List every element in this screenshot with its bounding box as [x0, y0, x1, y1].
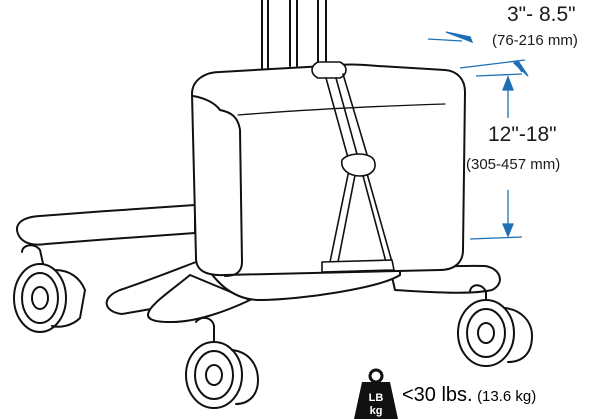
- height-arrow-bottom: [502, 223, 514, 238]
- caster-front: [185, 316, 259, 409]
- cart-strap: [311, 61, 395, 273]
- caster-left-back: [13, 244, 86, 333]
- weight-icon-bottom-text: kg: [370, 405, 383, 417]
- cart-post: [261, 0, 327, 71]
- weight-limit-label: <30 lbs.: [402, 384, 473, 406]
- height-extension-top: [475, 73, 523, 77]
- weight-limit: <30 lbs. (13.6 kg): [402, 384, 536, 407]
- depth-imperial-label: 3"- 8.5": [507, 3, 576, 26]
- height-imperial-label: 12"-18": [488, 123, 557, 146]
- weight-icon-top-text: LB: [369, 392, 384, 404]
- depth-extension-top: [427, 38, 463, 42]
- caster-right: [457, 284, 533, 367]
- depth-extension-bottom: [459, 59, 526, 69]
- height-arrow-top: [502, 75, 514, 91]
- depth-metric-label: (76-216 mm): [492, 32, 578, 49]
- weight-icon: LB kg: [354, 368, 398, 419]
- cart-box: [191, 63, 466, 277]
- depth-arrow-bottom: [512, 60, 529, 77]
- weight-limit-metric-label: (13.6 kg): [477, 388, 537, 405]
- height-metric-label: (305-457 mm): [466, 156, 561, 173]
- height-extension-bottom: [469, 236, 523, 240]
- height-dimension: [469, 73, 523, 240]
- depth-dimension: [427, 31, 529, 77]
